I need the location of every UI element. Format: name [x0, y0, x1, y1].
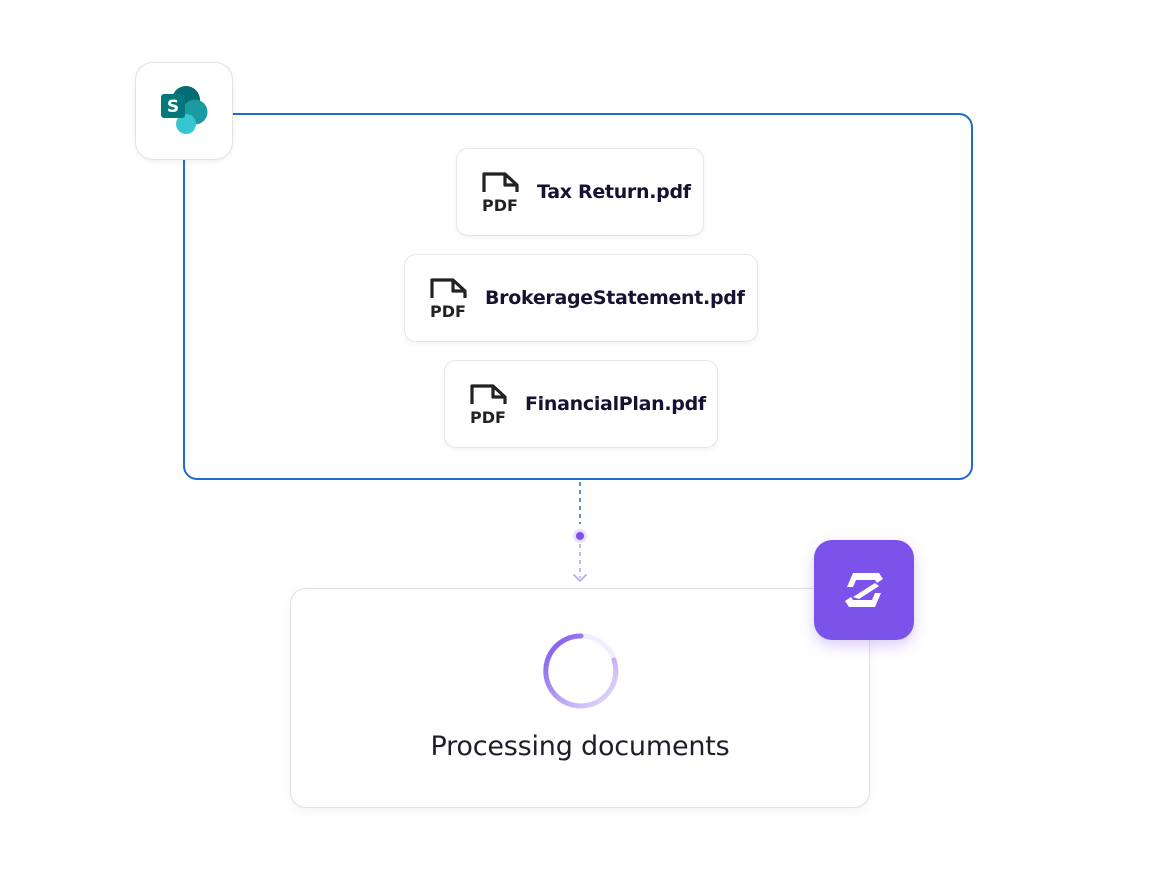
pdf-icon-label: PDF — [482, 196, 518, 214]
flow-connector — [573, 482, 587, 582]
pdf-file-icon: PDF — [482, 172, 519, 214]
arrow-down-icon — [573, 574, 587, 582]
pdf-icon-label: PDF — [470, 408, 506, 426]
processing-card: Processing documents — [290, 588, 870, 808]
brand-app-tile[interactable] — [814, 540, 914, 640]
sharepoint-icon: S — [161, 86, 208, 134]
file-card-financial-plan[interactable]: PDF FinancialPlan.pdf — [444, 360, 718, 448]
file-card-brokerage-statement[interactable]: PDF BrokerageStatement.pdf — [404, 254, 758, 342]
file-card-tax-return[interactable]: PDF Tax Return.pdf — [456, 148, 704, 236]
file-name: FinancialPlan.pdf — [525, 393, 706, 415]
pdf-file-icon: PDF — [470, 384, 507, 426]
sharepoint-app-tile[interactable]: S — [135, 62, 233, 160]
pdf-icon-label: PDF — [430, 302, 466, 320]
pdf-file-icon: PDF — [430, 278, 467, 320]
sharepoint-icon-letter: S — [167, 97, 179, 117]
processing-status-text: Processing documents — [430, 731, 730, 762]
file-name: Tax Return.pdf — [537, 181, 691, 203]
loading-spinner-icon — [543, 633, 619, 709]
sharepoint-source-frame — [183, 113, 973, 480]
file-name: BrokerageStatement.pdf — [485, 287, 745, 309]
z-logo-icon — [845, 573, 883, 607]
connector-dot — [576, 532, 584, 540]
